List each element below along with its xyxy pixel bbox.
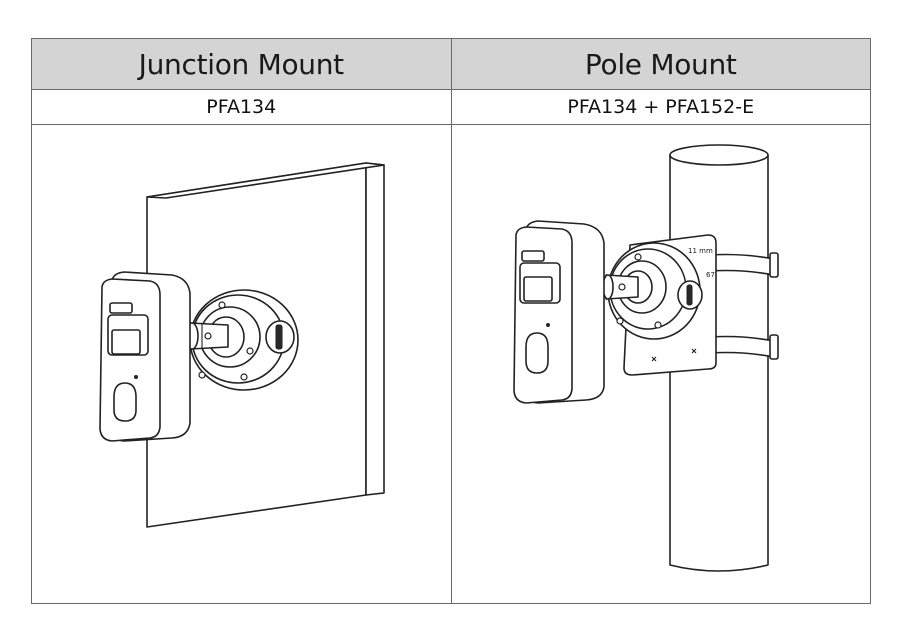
mount-comparison-table: Junction Mount Pole Mount PFA134 PFA134 … [31,38,871,604]
junction-mount-illustration-cell [31,124,452,604]
bracket-label-top: 11 mm [688,247,713,255]
pole-mount-header: Pole Mount [450,38,871,90]
pole-mount-model: PFA134 + PFA152-E [450,89,871,125]
pole-mount-illustration-cell: 11 mm 67 [450,124,871,604]
access-control-device [512,220,605,404]
mount-arm [185,322,229,350]
pole-mount-illustration: 11 mm 67 [512,144,779,572]
junction-mount-model: PFA134 [31,89,452,125]
mount-arm [601,274,639,300]
junction-mount-header: Junction Mount [31,38,452,90]
pole-straps [708,252,779,360]
bracket-label-side: 67 [706,271,715,279]
access-control-device [99,271,191,442]
junction-mount-illustration [99,162,385,528]
